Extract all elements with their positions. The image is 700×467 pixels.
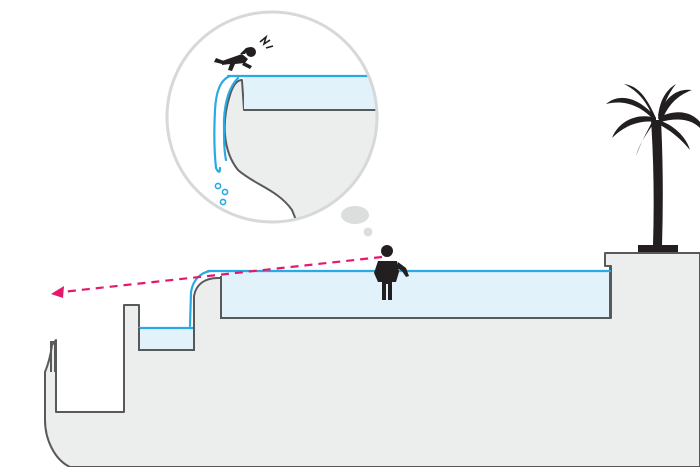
callout-pool-water bbox=[244, 76, 377, 110]
person-falling-icon bbox=[214, 47, 256, 71]
railing-post bbox=[50, 341, 56, 372]
catch-pool-water bbox=[139, 328, 194, 350]
main-pool-walls bbox=[220, 266, 611, 319]
catch-pool-walls bbox=[138, 296, 195, 351]
callout-cliff bbox=[223, 79, 377, 222]
callout-cascade-inner bbox=[222, 76, 240, 162]
water-droplets bbox=[214, 182, 229, 206]
impact-lines-icon bbox=[259, 34, 274, 49]
callout-cascade bbox=[213, 74, 232, 173]
sight-line bbox=[51, 255, 383, 298]
main-pool-water bbox=[221, 270, 610, 318]
palm-tree-icon bbox=[606, 84, 700, 252]
arrow-left-icon bbox=[51, 286, 64, 298]
terrain-section bbox=[44, 252, 700, 467]
person-standing-icon bbox=[374, 245, 409, 300]
thought-bubble-icon bbox=[341, 206, 373, 237]
overflow-edge-water bbox=[188, 269, 212, 328]
detail-callout bbox=[165, 10, 379, 224]
